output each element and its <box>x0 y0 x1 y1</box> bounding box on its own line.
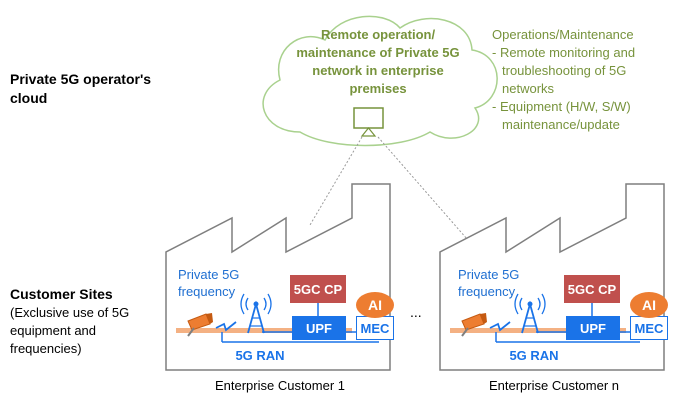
site-1-network <box>176 293 379 343</box>
ai-badge: AI <box>356 292 394 318</box>
5gc-cp-box: 5GC CP <box>290 275 346 303</box>
ai-badge: AI <box>630 292 668 318</box>
ran-label: 5G RAN <box>235 348 285 363</box>
cloud-shape <box>262 15 498 147</box>
upf-box: UPF <box>292 316 346 340</box>
mec-box: MEC <box>356 316 394 340</box>
upf-box: UPF <box>566 316 620 340</box>
monitor-icon <box>353 107 384 137</box>
customer-area-sublabel: (Exclusive use of 5G equipment and frequ… <box>10 305 130 356</box>
site-name: Enterprise Customer 1 <box>214 378 346 393</box>
customer-area-label: Customer Sites <box>10 286 113 302</box>
antenna-icon <box>514 293 546 334</box>
mec-box: MEC <box>630 316 668 340</box>
ops-item: - Remote monitoring and troubleshooting … <box>492 45 636 96</box>
camera-icon <box>187 313 213 337</box>
antenna-icon <box>240 293 272 334</box>
site-n-network <box>450 293 640 343</box>
ops-box: Operations/Maintenance - Remote monitori… <box>492 26 677 134</box>
wireless-link-icon <box>489 321 511 332</box>
connector-line-1 <box>309 136 363 226</box>
cloud-text: Remote operation/ maintenance of Private… <box>296 27 460 96</box>
ops-item: - Equipment (H/W, S/W) maintenance/updat… <box>492 99 631 132</box>
ellipsis: ... <box>410 304 422 320</box>
site-name: Enterprise Customer n <box>488 378 620 393</box>
freq-label: Private 5G frequency <box>458 267 520 299</box>
ops-title: Operations/Maintenance <box>492 27 634 42</box>
freq-label: Private 5G frequency <box>178 267 240 299</box>
wireless-link-icon <box>215 321 237 332</box>
camera-icon <box>461 313 487 337</box>
5gc-cp-box: 5GC CP <box>564 275 620 303</box>
cloud-area-label: Private 5G operator's cloud <box>10 71 152 106</box>
ran-label: 5G RAN <box>509 348 559 363</box>
connector-line-n <box>377 136 475 248</box>
